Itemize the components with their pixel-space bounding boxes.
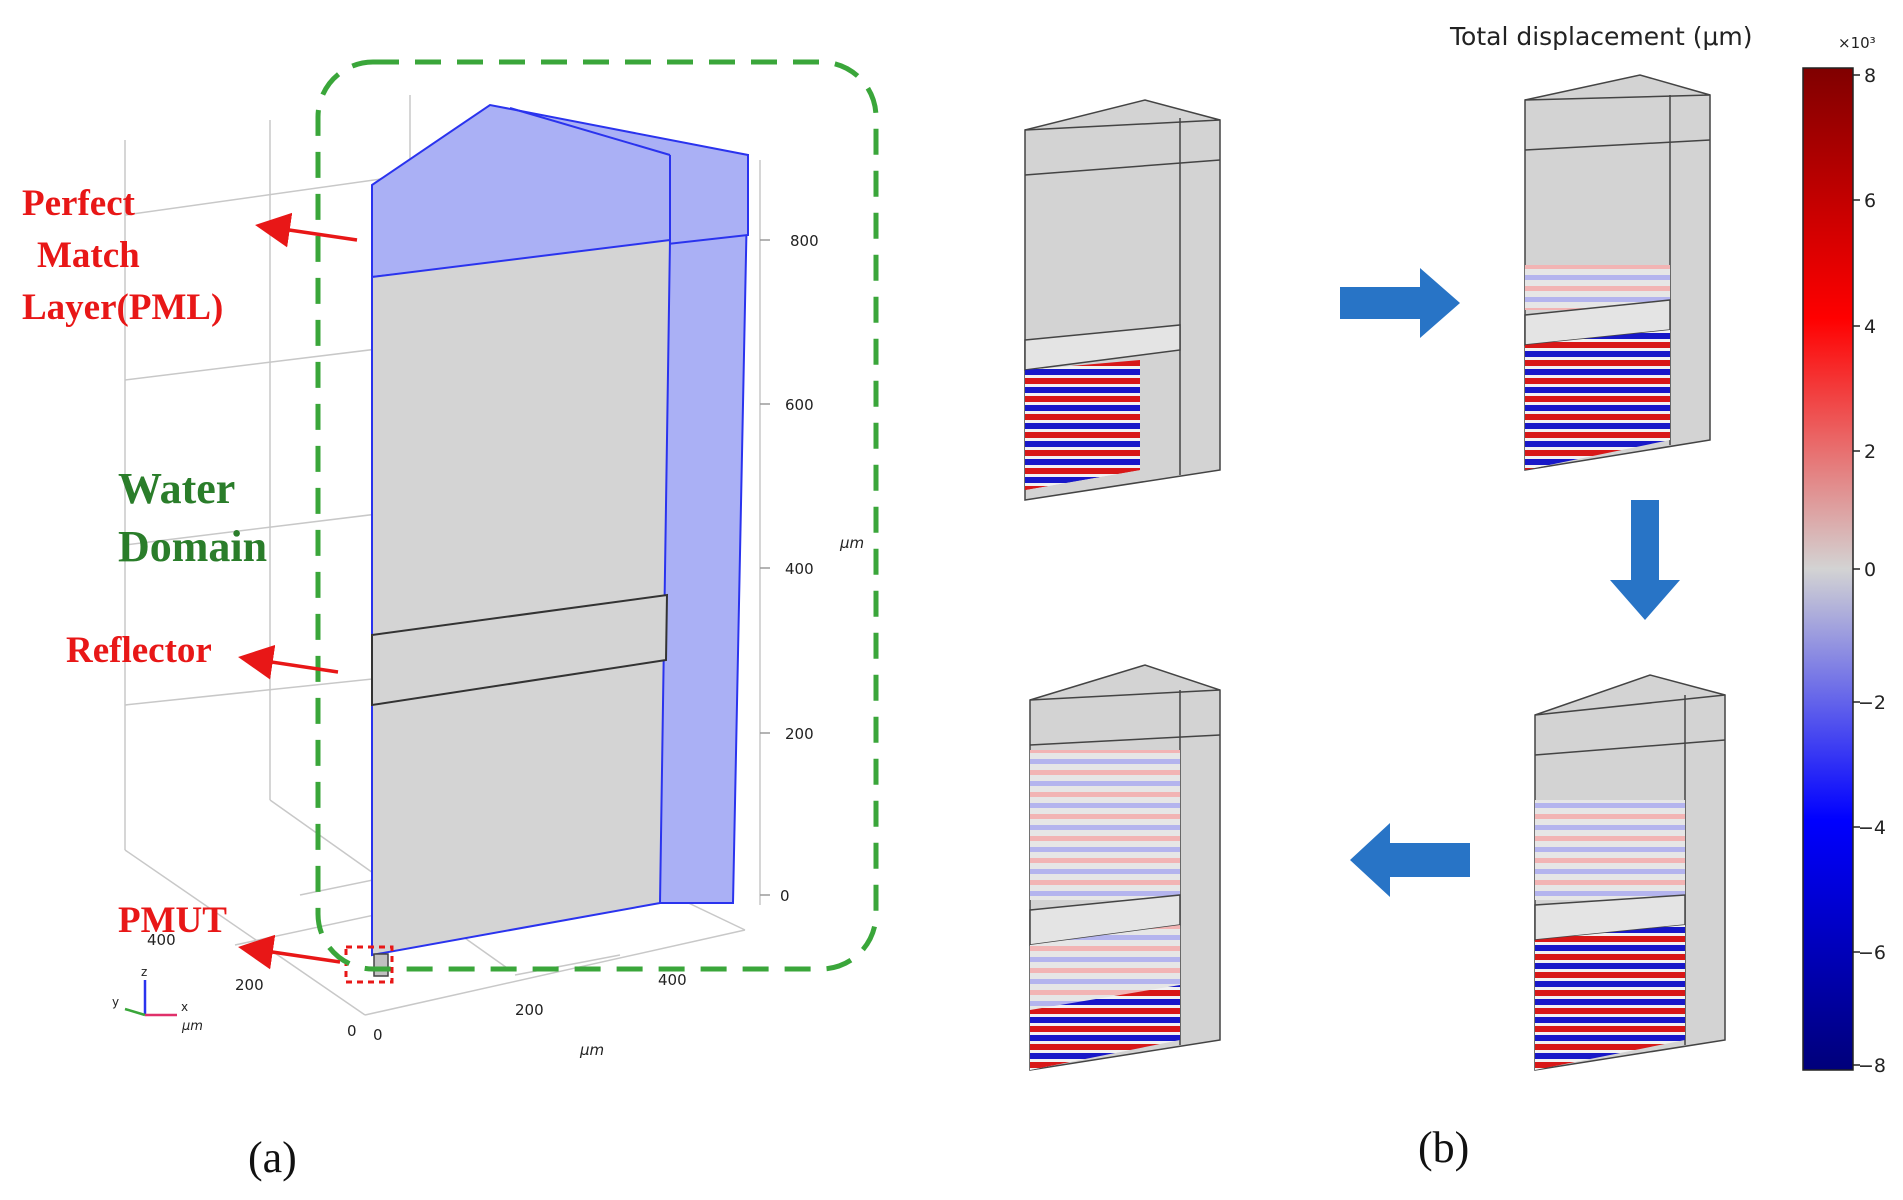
cb-tick-2: 2 [1864, 441, 1876, 463]
x-axis-unit: μm [579, 1041, 604, 1059]
axis-triad: z x y μm [112, 965, 203, 1034]
x-tick-400: 400 [658, 971, 687, 989]
pml-side-layer [655, 154, 750, 904]
colorbar-scale [1802, 67, 1854, 1071]
cb-tick-8: 8 [1864, 65, 1876, 87]
cb-tick-neg8: −8 [1858, 1055, 1886, 1077]
panel-b-caption: (b) [1418, 1123, 1470, 1172]
cb-tick-4: 4 [1864, 316, 1876, 338]
water-domain-body [371, 238, 672, 957]
triad-x-label: x [181, 1000, 188, 1014]
water-domain-label: Water Domain [118, 460, 267, 576]
z-tick-600: 600 [785, 396, 814, 414]
panel-a-caption: (a) [248, 1133, 297, 1182]
triad-y-label: y [112, 995, 119, 1009]
pmut-label: PMUT [118, 900, 227, 941]
x-tick-200: 200 [515, 1001, 544, 1019]
y-tick-0: 0 [347, 1022, 357, 1040]
y-tick-400: 400 [147, 931, 176, 949]
z-tick-0: 0 [780, 887, 790, 905]
z-tick-200: 200 [785, 725, 814, 743]
reflector-label: Reflector [66, 630, 212, 671]
x-tick-0: 0 [373, 1026, 383, 1044]
snapshot-4 [1029, 664, 1221, 1071]
z-axis-unit: μm [839, 534, 864, 552]
y-tick-200: 200 [235, 976, 264, 994]
colorbar-title: Total displacement (μm) [1449, 22, 1753, 51]
arrow-right [1340, 268, 1460, 338]
reflector-layer [371, 593, 669, 707]
pml-label-line3: Layer(PML) [22, 287, 224, 328]
arrow-down [1610, 500, 1680, 620]
colorbar-ticks [1853, 74, 1860, 1066]
pml-label-line1: Perfect [22, 183, 135, 224]
triad-unit: μm [181, 1019, 203, 1034]
annotation-arrows [238, 212, 358, 970]
cb-tick-6: 6 [1864, 190, 1876, 212]
water-domain-boundary [315, 59, 879, 972]
water-label-line2: Domain [118, 522, 268, 571]
snapshot-2 [1524, 74, 1711, 471]
cb-tick-0: 0 [1864, 559, 1876, 581]
pmut-element [373, 953, 389, 977]
pml-label: Perfect Match Layer(PML) [22, 178, 223, 334]
pml-top-layer [371, 103, 749, 279]
triad-z-label: z [141, 965, 147, 979]
snapshot-1 [1024, 99, 1221, 501]
cb-tick-neg4: −4 [1858, 817, 1886, 839]
cb-tick-neg2: −2 [1858, 692, 1886, 714]
snapshot-3 [1534, 674, 1726, 1071]
arrow-left [1350, 823, 1470, 897]
flow-arrows [1340, 268, 1680, 897]
z-tick-400: 400 [785, 560, 814, 578]
pml-label-line2: Match [37, 235, 140, 276]
water-label-line1: Water [118, 464, 236, 513]
cb-tick-neg6: −6 [1858, 942, 1886, 964]
z-tick-800: 800 [790, 232, 819, 250]
z-axis [760, 239, 770, 896]
colorbar-multiplier: ×10³ [1838, 34, 1876, 52]
